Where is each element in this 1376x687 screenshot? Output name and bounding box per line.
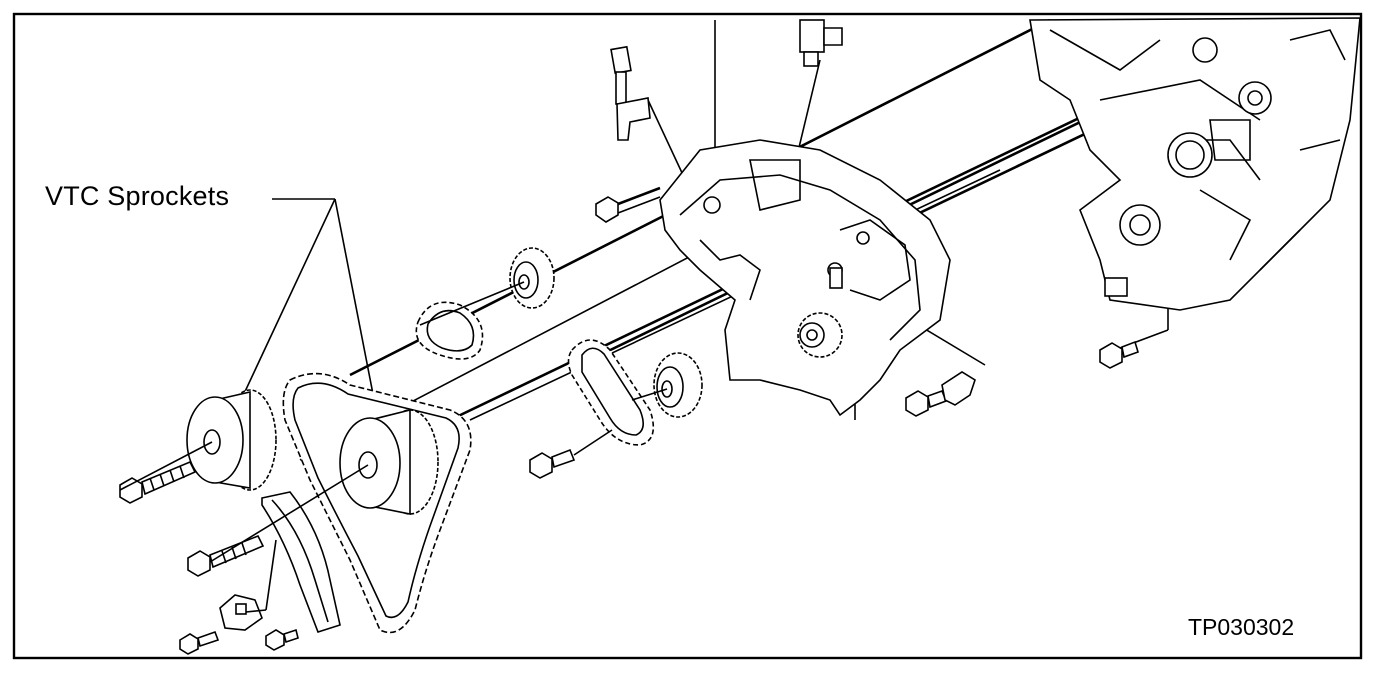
cylinder-block (1029, 17, 1361, 311)
diagram-frame (12, 12, 1363, 660)
figure-code: TP030302 (1188, 614, 1295, 640)
vtc-sprocket-exhaust (339, 408, 439, 515)
bolts (119, 267, 1139, 655)
timing-chain-case (659, 139, 951, 417)
chain-guide (261, 491, 341, 633)
crank-sprocket (797, 312, 843, 358)
timing-chain-secondary-right (567, 339, 655, 446)
center-axis-lines (119, 281, 668, 563)
timing-chain-secondary-left (415, 301, 484, 360)
idler-sprocket-lower (653, 352, 703, 418)
upper-parts (595, 19, 843, 223)
idler-sprocket-upper (509, 247, 555, 309)
vtc-sprockets-label: VTC Sprockets (45, 181, 230, 211)
vtc-sprocket-intake (186, 389, 277, 491)
chain-tensioner (219, 539, 277, 631)
